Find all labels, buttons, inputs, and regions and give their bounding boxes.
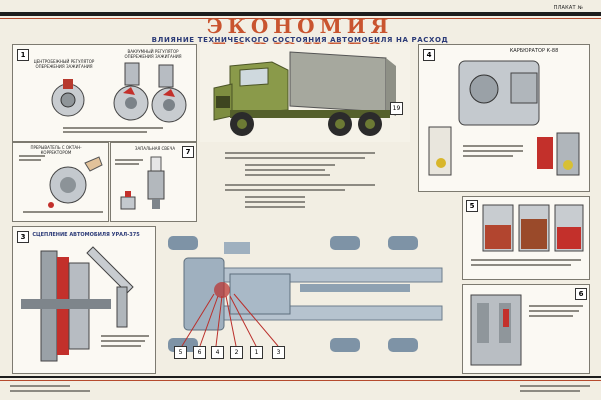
label-clutch: СЦЕПЛЕНИЕ АВТОМОБИЛЯ УРАЛ-375 [32, 232, 140, 238]
valves-illustration [470, 294, 522, 366]
truck-illustration [200, 44, 410, 142]
panel-number: 5 [466, 200, 478, 212]
distributor-illustration [51, 62, 187, 123]
chassis-callout: 4 [211, 346, 224, 359]
chassis-callout: 1 [250, 346, 263, 359]
info-text [225, 150, 385, 225]
top-rule [0, 12, 601, 16]
panel-spark-plug: 7 ЗАПАЛЬНАЯ СВЕЧА [110, 142, 197, 222]
bottom-rule [0, 376, 601, 378]
top-rule-red [0, 18, 601, 19]
panel-ignition: 1 ЦЕНТРОБЕЖНЫЙ РЕГУЛЯТОР ОПЕРЕЖЕНИЯ ЗАЖИ… [12, 44, 197, 142]
panel-carburetor: 4 КАРБЮРАТОР К-88 [418, 44, 590, 192]
label-breaker: ПРЕРЫВАТЕЛЬ С ОКТАН-КОРРЕКТОРОМ [30, 145, 82, 155]
corner-label: ПЛАКАТ № [553, 5, 583, 11]
panel-clutch: 3 СЦЕПЛЕНИЕ АВТОМОБИЛЯ УРАЛ-375 [12, 226, 156, 374]
chassis-callout: 5 [174, 346, 187, 359]
truck-tag: 19 [390, 102, 403, 115]
chassis-callout: 2 [230, 346, 243, 359]
chassis-callout: 3 [272, 346, 285, 359]
clutch-illustration [21, 246, 134, 362]
panel-number: 1 [17, 49, 29, 61]
label-vacuum: ВАКУУМНЫЙ РЕГУЛЯТОР ОПЕРЕЖЕНИЯ ЗАЖИГАНИЯ [124, 49, 182, 59]
panel-number: 4 [423, 49, 435, 61]
carburetor-illustration [428, 60, 580, 176]
pistons-illustration [482, 204, 584, 252]
panel-pistons: 5 [462, 196, 590, 280]
panel-number: 7 [182, 146, 194, 158]
chassis-plan: 5 6 4 2 1 3 [160, 228, 456, 370]
spark-plug-illustration [120, 156, 165, 210]
label-carburetor: КАРБЮРАТОР К-88 [509, 48, 559, 54]
label-spark-plug: ЗАПАЛЬНАЯ СВЕЧА [134, 146, 176, 151]
breaker-illustration [48, 156, 103, 208]
label-centrifugal: ЦЕНТРОБЕЖНЫЙ РЕГУЛЯТОР ОПЕРЕЖЕНИЯ ЗАЖИГА… [33, 59, 95, 69]
chassis-callout: 6 [193, 346, 206, 359]
truck-area: 19 [200, 44, 410, 142]
bottom-rule-red [0, 380, 601, 381]
panel-breaker: ПРЕРЫВАТЕЛЬ С ОКТАН-КОРРЕКТОРОМ [12, 142, 109, 222]
panel-number: 3 [17, 231, 29, 243]
panel-valves: 6 [462, 284, 590, 374]
chassis-illustration [168, 236, 443, 352]
panel-number: 6 [575, 288, 587, 300]
